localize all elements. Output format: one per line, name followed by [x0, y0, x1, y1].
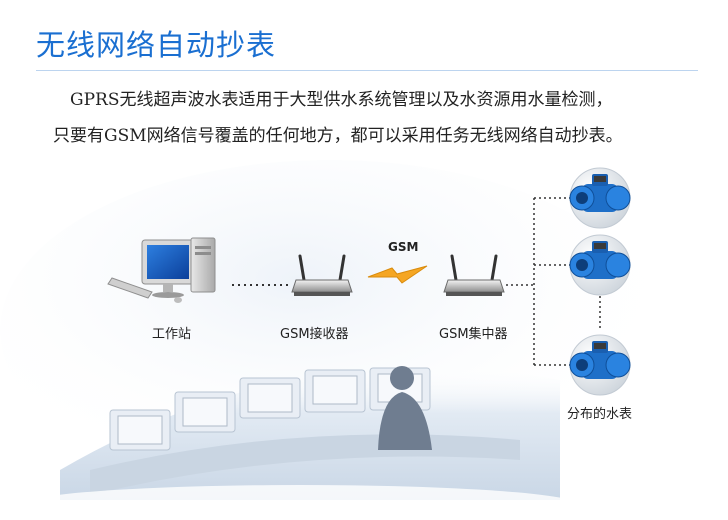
control-room-image [20, 366, 580, 520]
description: GPRS无线超声波水表适用于大型供水系统管理以及水资源用水量检测， 只要有GSM… [36, 82, 706, 154]
meters-label: 分布的水表 [567, 407, 633, 422]
gsm-concentrator-icon [443, 254, 505, 296]
page-title: 无线网络自动抄表 [36, 28, 277, 62]
meter-distribution-lines [533, 197, 601, 366]
gsm-link-label: GSM [388, 240, 419, 254]
gsm-concentrator-label: GSM集中器 [439, 327, 508, 342]
description-line-1: GPRS无线超声波水表适用于大型供水系统管理以及水资源用水量检测， [70, 90, 613, 110]
description-line-2: 只要有GSM网络信号覆盖的任何地方，都可以采用任务无线网络自动抄表。 [53, 126, 623, 146]
water-meter-icon [569, 234, 631, 296]
gsm-receiver-icon [291, 254, 353, 296]
workstation-label: 工作站 [152, 327, 192, 342]
water-meter-icon [569, 167, 631, 229]
gsm-receiver-label: GSM接收器 [280, 327, 349, 342]
title-divider [36, 70, 698, 71]
workstation-icon [107, 237, 216, 303]
water-meter-icon [569, 334, 631, 396]
gsm-lightning-icon [367, 265, 428, 284]
